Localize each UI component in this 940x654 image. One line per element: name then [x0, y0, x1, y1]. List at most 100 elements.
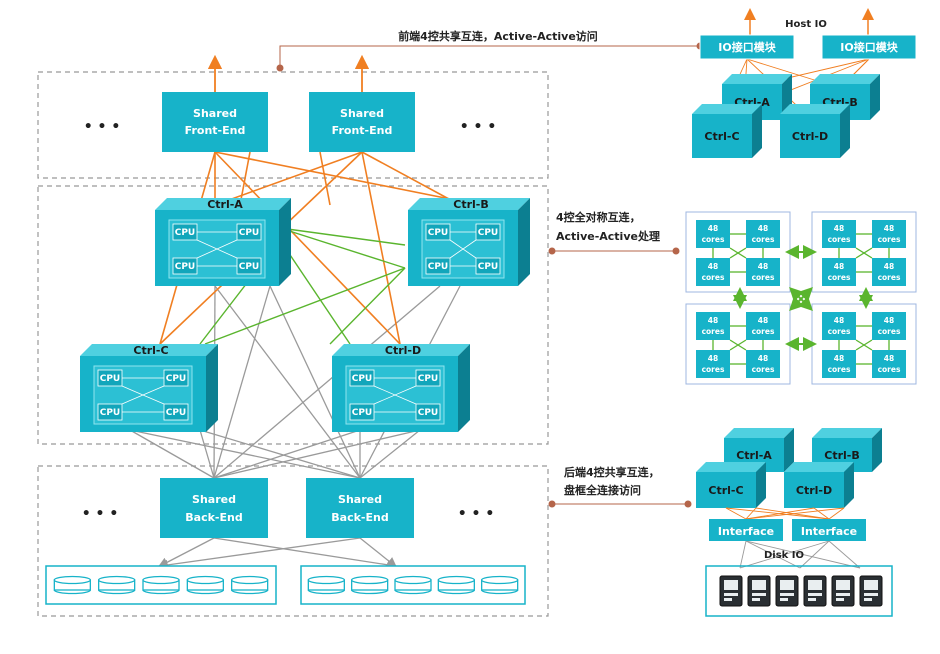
- back-end-box-1: Shared Back-End: [160, 478, 268, 538]
- core-count-label: 48: [884, 316, 894, 325]
- backend-line-11: [213, 285, 271, 479]
- frontend-line-8: [361, 151, 461, 206]
- ctrl-interconnect-6: [329, 267, 406, 345]
- interface-box-1: Interface: [709, 519, 783, 541]
- core-unit-label: cores: [878, 235, 901, 244]
- core-block: [746, 312, 780, 340]
- core-unit-label: cores: [878, 327, 901, 336]
- core-block: [822, 220, 856, 248]
- core-block: [872, 312, 906, 340]
- core-block: [746, 258, 780, 286]
- ctrl-interconnect-4: [279, 239, 351, 345]
- core-block: [822, 312, 856, 340]
- disk-link-2-2: [755, 507, 830, 520]
- host-ctrl-4: Ctrl-D: [780, 104, 850, 158]
- disk-connector-3: [157, 537, 361, 571]
- disk-drive: [307, 575, 345, 595]
- disk-enclosure-1: [45, 565, 277, 605]
- cpu-chip: [349, 369, 375, 387]
- core-unit-label: cores: [702, 273, 725, 282]
- cpu-label-4: CPU: [478, 262, 499, 272]
- interface-link-1-1: [739, 540, 747, 569]
- interface-link-2-3: [828, 540, 861, 569]
- cpu-chip: [172, 257, 198, 275]
- core-unit-label: cores: [752, 327, 775, 336]
- disk-drive: [394, 575, 432, 595]
- cpu-label-2: CPU: [478, 228, 499, 238]
- cpu-label-1: CPU: [175, 228, 196, 238]
- front-end-ellipsis-right: • • •: [460, 119, 497, 135]
- cpu-chip: [415, 403, 441, 421]
- backend-line-3: [199, 429, 215, 479]
- backend-line-4: [199, 429, 361, 479]
- disk-drive-icon: [831, 575, 855, 607]
- host-ctrl-2: Ctrl-B: [810, 74, 880, 120]
- ctrl-interconnect-5: [204, 267, 406, 345]
- ctrl-interconnect-1: [279, 227, 406, 246]
- core-count-label: 48: [834, 354, 844, 363]
- cpu-label-3: CPU: [100, 408, 121, 418]
- disk-link-1-2: [745, 507, 757, 520]
- back-end-box-2-line1: Shared: [338, 493, 382, 506]
- core-block: [822, 258, 856, 286]
- cores-interconnect-panel: 48 cores 48 cores 48 cores 48 cores 48 cores 48 cor…: [685, 211, 917, 385]
- interface-link-2-2: [799, 540, 830, 569]
- interface-box-1-label: Interface: [718, 525, 774, 538]
- core-count-label: 48: [758, 262, 768, 271]
- disk-ctrl-label-1: Ctrl-A: [736, 449, 772, 462]
- cpu-chip: [475, 257, 501, 275]
- core-block: [696, 350, 730, 378]
- disk-drive: [98, 575, 136, 595]
- cpu-chip: [163, 403, 189, 421]
- core-count-label: 48: [884, 224, 894, 233]
- disk-drive-icon: [859, 575, 883, 607]
- controller-label-1: Ctrl-A: [207, 198, 243, 211]
- backend-line-1: [129, 429, 215, 479]
- core-block: [872, 350, 906, 378]
- cpu-chip: [415, 369, 441, 387]
- callout-back-text-1: 后端4控共享互连，: [564, 465, 660, 479]
- cpu-label-4: CPU: [239, 262, 260, 272]
- frontend-line-5: [214, 151, 363, 206]
- io-module-1: IO接口模块: [699, 34, 795, 60]
- callout-mid: 4控全对称互连， Active-Active处理: [548, 210, 680, 255]
- disk-drive: [186, 575, 224, 595]
- core-count-label: 48: [834, 316, 844, 325]
- callout-back-text-2: 盘框全连接访问: [564, 483, 641, 497]
- callout-back: 后端4控共享互连， 盘框全连接访问: [548, 465, 692, 508]
- core-block: [822, 350, 856, 378]
- disk-connector-2: [213, 537, 398, 570]
- backend-line-10: [214, 285, 361, 479]
- disk-ctrl-label-3: Ctrl-C: [708, 484, 743, 497]
- cpu-chip: [97, 403, 123, 421]
- cpu-label-2: CPU: [239, 228, 260, 238]
- core-unit-label: cores: [878, 365, 901, 374]
- disk-drive: [481, 575, 519, 595]
- controller-label-3: Ctrl-C: [133, 344, 168, 357]
- frontend-line-9: [239, 151, 251, 206]
- disk-shelf: [705, 565, 893, 617]
- core-count-label: 48: [884, 354, 894, 363]
- frontend-line-7: [361, 151, 401, 345]
- disk-io-title: Disk IO: [764, 550, 804, 561]
- core-unit-label: cores: [752, 273, 775, 282]
- core-unit-label: cores: [828, 235, 851, 244]
- front-end-ellipsis-left: • • •: [84, 119, 121, 135]
- front-end-box-2: Shared Front-End: [309, 92, 415, 152]
- disk-enclosures: [45, 565, 526, 605]
- core-unit-label: cores: [702, 327, 725, 336]
- front-end-box-1-line1: Shared: [193, 107, 237, 120]
- cpu-chip: [97, 369, 123, 387]
- backend-line-7: [213, 429, 421, 479]
- back-end-box-1-line1: Shared: [192, 493, 236, 506]
- core-block: [746, 220, 780, 248]
- host-io-title: Host IO: [785, 19, 827, 30]
- core-count-label: 48: [834, 224, 844, 233]
- controller-frame: [37, 185, 549, 445]
- interface-link-1-3: [745, 540, 861, 569]
